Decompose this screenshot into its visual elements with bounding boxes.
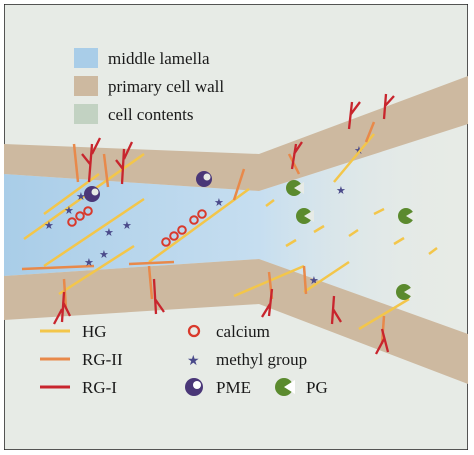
legend-swatch-primary-cell-wall xyxy=(74,76,98,96)
rg2-chain xyxy=(102,153,110,188)
calcium-ion xyxy=(169,231,179,241)
legend-label-middle-lamella: middle lamella xyxy=(108,49,210,68)
left-pectin-network: ★ ★ ★ ★ ★ ★ ★ ★ ★ ★ ★ xyxy=(21,137,364,325)
legend-label-pme: PME xyxy=(216,378,251,397)
methyl-group-star: ★ xyxy=(122,220,132,232)
legend-label-rg1: RG-I xyxy=(82,378,117,397)
rg1-branch xyxy=(290,141,303,170)
rg1-branch xyxy=(374,328,390,355)
methyl-group-star: ★ xyxy=(309,275,319,287)
legend-pme-icon xyxy=(185,378,203,396)
calcium-ion xyxy=(75,211,85,221)
pg-enzyme xyxy=(398,208,416,224)
hg-fragment xyxy=(393,236,405,246)
rg1-branch xyxy=(330,295,342,325)
legend-label-cell-contents: cell contents xyxy=(108,105,193,124)
rg2-chain xyxy=(21,264,95,271)
legend-label-calcium: calcium xyxy=(216,322,270,341)
hg-fragment xyxy=(313,224,325,234)
bottom-legend: HG RG-II RG-I calcium ★ methyl group PME… xyxy=(40,322,328,397)
calcium-ion xyxy=(189,215,199,225)
rg1-branch xyxy=(152,278,165,315)
legend-label-methyl-group: methyl group xyxy=(216,350,307,369)
right-pectin-network xyxy=(233,93,438,355)
calcium-ion xyxy=(197,209,207,219)
rg2-chain xyxy=(147,265,154,300)
hg-fragment xyxy=(373,207,385,216)
rg2-chain xyxy=(302,265,308,295)
legend-calcium-icon xyxy=(187,324,201,338)
hg-chain xyxy=(43,197,145,268)
rg1-branch xyxy=(81,137,102,183)
upper-primary-cell-wall xyxy=(4,76,468,191)
rg2-chain xyxy=(232,168,246,201)
legend-label-hg: HG xyxy=(82,322,107,341)
legend-methyl-star-icon: ★ xyxy=(187,354,200,369)
pme-enzyme xyxy=(196,171,212,187)
legend-label-primary-cell-wall: primary cell wall xyxy=(108,77,224,96)
legend-swatch-cell-contents xyxy=(74,104,98,124)
lower-primary-cell-wall xyxy=(4,259,468,384)
methyl-group-star: ★ xyxy=(99,249,109,261)
methyl-group-star: ★ xyxy=(84,257,94,269)
hg-fragment xyxy=(285,238,297,248)
rg1-branch xyxy=(347,101,361,130)
methyl-group-star: ★ xyxy=(64,205,74,217)
hg-fragment xyxy=(265,199,275,207)
hg-fragment xyxy=(348,228,359,238)
rg2-chain xyxy=(364,121,376,143)
pme-enzyme xyxy=(84,186,100,202)
calcium-ion xyxy=(83,206,93,216)
calcium-ion xyxy=(161,237,171,247)
rg2-chain xyxy=(287,153,301,175)
pg-enzyme xyxy=(296,208,314,224)
pg-enzyme xyxy=(396,284,414,300)
pectin-diagram: ★ ★ ★ ★ ★ ★ ★ ★ ★ ★ ★ xyxy=(3,3,469,451)
legend-label-pg: PG xyxy=(306,378,328,397)
top-legend: middle lamella primary cell wall cell co… xyxy=(74,48,224,124)
hg-chain xyxy=(358,297,410,331)
methyl-group-star: ★ xyxy=(336,185,346,197)
hg-chain xyxy=(148,187,250,264)
legend-swatch-middle-lamella xyxy=(74,48,98,68)
legend-pg-icon xyxy=(275,378,295,396)
hg-fragment xyxy=(428,247,438,255)
methyl-group-star: ★ xyxy=(44,220,54,232)
methyl-group-star: ★ xyxy=(214,197,224,209)
rg1-branch xyxy=(261,288,274,318)
hg-chain xyxy=(58,244,135,296)
rg1-branch xyxy=(382,93,395,120)
methyl-group-star: ★ xyxy=(104,227,114,239)
rg2-chain xyxy=(128,260,175,266)
hg-chain xyxy=(303,260,350,294)
calcium-ion xyxy=(177,225,187,235)
rg1-branch xyxy=(52,291,72,325)
calcium-ion xyxy=(67,217,77,227)
diagram-frame: ★ ★ ★ ★ ★ ★ ★ ★ ★ ★ ★ xyxy=(3,3,469,451)
pg-enzyme xyxy=(286,180,304,196)
legend-label-rg2: RG-II xyxy=(82,350,123,369)
middle-lamella-region xyxy=(4,124,468,334)
methyl-group-star: ★ xyxy=(76,191,86,203)
rg1-branch xyxy=(115,141,134,185)
rg2-chain xyxy=(72,143,80,183)
